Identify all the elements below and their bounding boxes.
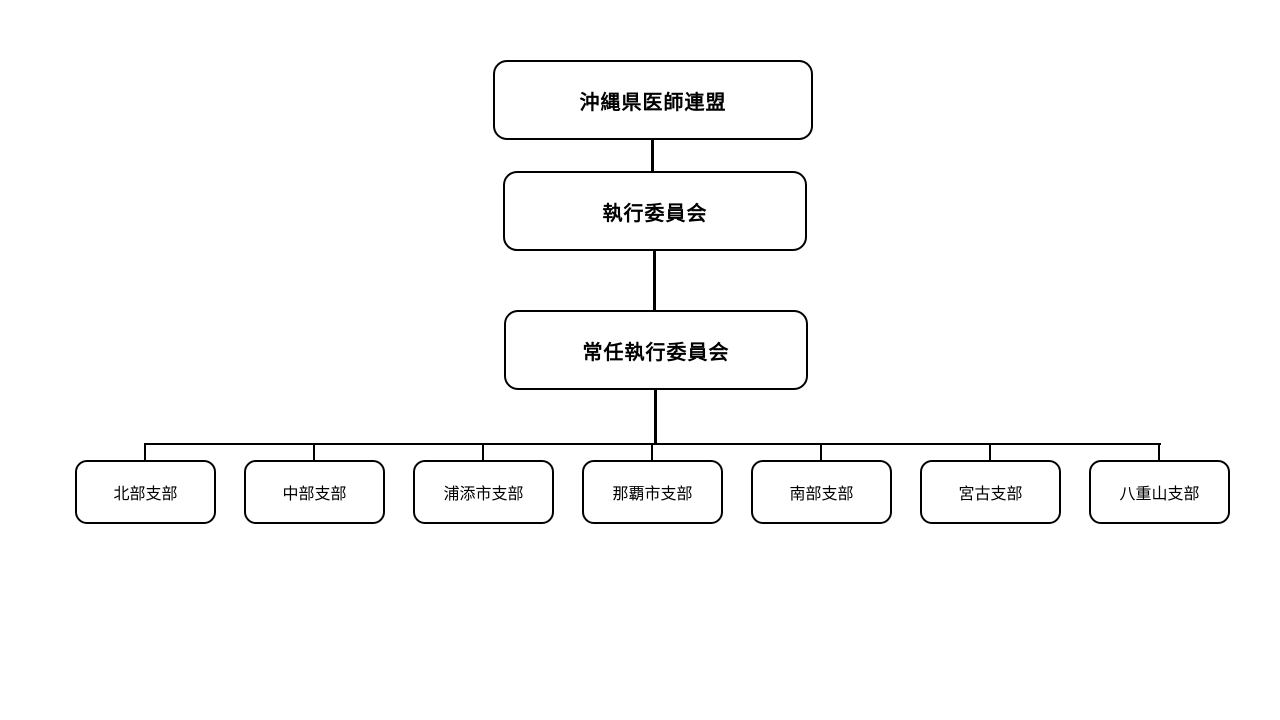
branch-bus-line — [145, 443, 1161, 445]
branch-stub — [651, 443, 653, 462]
org-box-executive-committee: 執行委員会 — [503, 171, 807, 251]
org-box-branch-hokubu: 北部支部 — [75, 460, 216, 524]
branch-stub — [313, 443, 315, 462]
org-box-branch-naha: 那覇市支部 — [582, 460, 723, 524]
org-box-branch-urasoe: 浦添市支部 — [413, 460, 554, 524]
org-box-branch-yaeyama: 八重山支部 — [1089, 460, 1230, 524]
org-box-branch-chubu: 中部支部 — [244, 460, 385, 524]
org-box-standing-executive-committee: 常任執行委員会 — [504, 310, 808, 390]
branch-stub — [144, 443, 146, 462]
connector-executive-to-standing — [653, 249, 656, 312]
org-box-branch-nanbu: 南部支部 — [751, 460, 892, 524]
connector-standing-to-bus — [654, 388, 657, 445]
branch-stub — [820, 443, 822, 462]
org-box-root: 沖縄県医師連盟 — [493, 60, 813, 140]
branch-stub — [482, 443, 484, 462]
branch-stub — [989, 443, 991, 462]
org-box-branch-miyako: 宮古支部 — [920, 460, 1061, 524]
connector-root-to-executive — [651, 138, 654, 173]
branch-stub — [1158, 443, 1160, 462]
